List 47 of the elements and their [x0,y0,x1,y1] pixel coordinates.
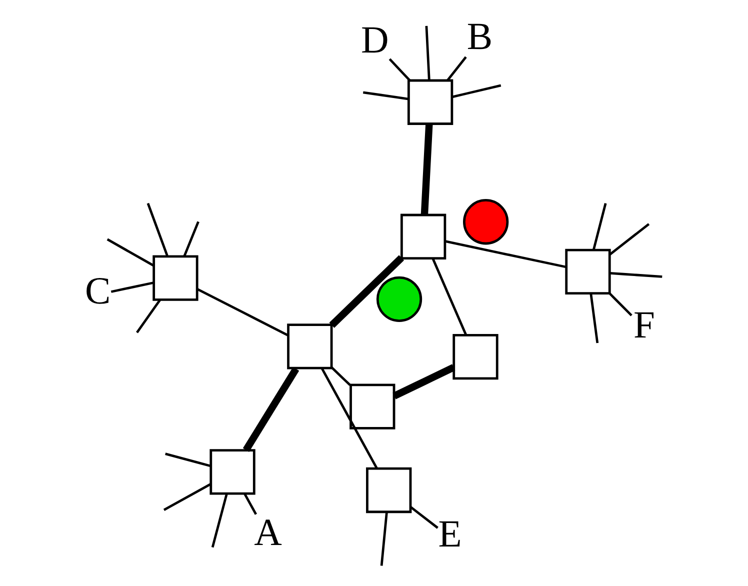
connector [320,368,378,469]
connector [110,282,154,293]
connector [146,202,168,256]
node-box [400,214,446,260]
connector [592,202,606,250]
node-box [366,467,412,514]
connector [328,255,404,328]
node-box [406,79,453,125]
connector [420,124,432,215]
node-box [286,324,332,370]
node-circle [462,199,508,245]
connector [410,506,438,529]
node-box [349,384,395,430]
node-text: A [254,512,282,554]
connector [451,84,501,98]
connector [388,58,410,82]
node-box [152,255,198,301]
connector [380,512,388,566]
connector [424,26,430,80]
connector [589,294,598,344]
connector [242,493,257,515]
connector [444,240,566,268]
node-box [209,449,255,495]
node-text: B [466,16,492,58]
connector [431,258,467,336]
connector [362,91,408,100]
connector [210,493,228,548]
node-text: C [84,270,110,313]
node-box [452,334,498,380]
connector [164,452,210,468]
connector [162,483,211,511]
connector [136,299,161,334]
connector [196,288,288,336]
connector [182,221,199,257]
connector [608,292,632,316]
node-text: F [632,304,654,346]
connector [330,366,350,386]
connector [242,367,299,452]
node-circle [376,276,422,322]
connector [392,364,455,400]
connector [446,56,466,81]
node-text: E [438,513,462,556]
connector [610,272,662,278]
node-text: D [360,20,388,62]
connector [608,223,650,256]
node-box [564,248,610,294]
connector [106,238,154,267]
